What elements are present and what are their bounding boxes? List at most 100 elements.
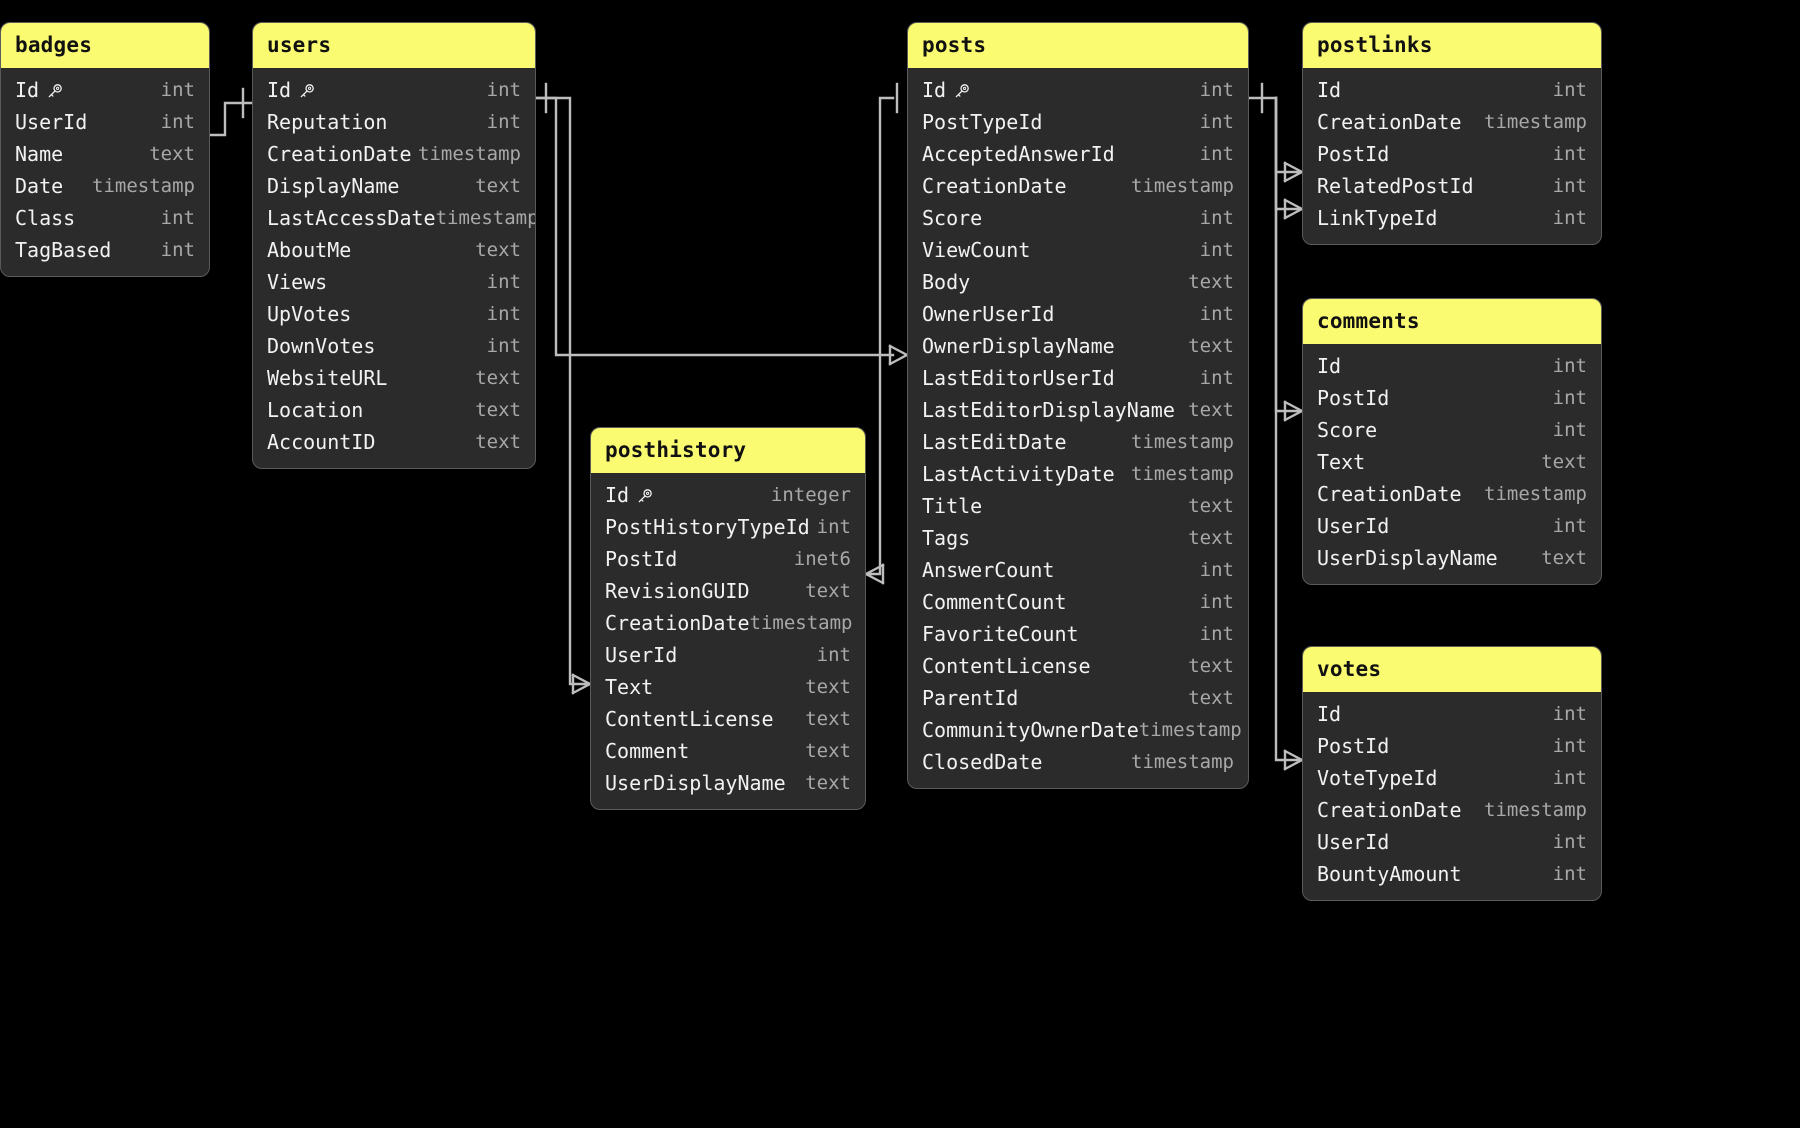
column-type: text — [149, 143, 195, 165]
column-name: AcceptedAnswerId — [922, 142, 1115, 166]
table-title-postlinks: postlinks — [1303, 23, 1601, 68]
link-posts-id-postlinks-relatedpostid — [1274, 96, 1302, 211]
column-row[interactable]: PostId int — [1303, 730, 1601, 762]
column-name-label: UserId — [15, 110, 88, 134]
column-name: DisplayName — [267, 174, 399, 198]
crow-many-postlinks-postid — [1283, 161, 1304, 183]
column-name: ClosedDate — [922, 750, 1042, 774]
column-name-label: PostId — [1317, 734, 1390, 758]
column-name-label: AboutMe — [267, 238, 352, 262]
column-name-label: Body — [922, 270, 971, 294]
column-name-label: Score — [922, 206, 983, 230]
column-name-label: Reputation — [267, 110, 388, 134]
column-name: OwnerDisplayName — [922, 334, 1115, 358]
crow-many-posthistory-postid — [864, 563, 885, 585]
column-name: CreationDate — [1317, 798, 1462, 822]
column-name: UpVotes — [267, 302, 351, 326]
column-type: timestamp — [749, 612, 853, 634]
column-name-label: OwnerUserId — [922, 302, 1055, 326]
column-name: Score — [922, 206, 982, 230]
column-name: AnswerCount — [922, 558, 1054, 582]
column-name: Id — [267, 78, 316, 102]
column-type: int — [1552, 735, 1587, 757]
column-name: PostId — [605, 547, 677, 571]
column-name: DownVotes — [267, 334, 375, 358]
